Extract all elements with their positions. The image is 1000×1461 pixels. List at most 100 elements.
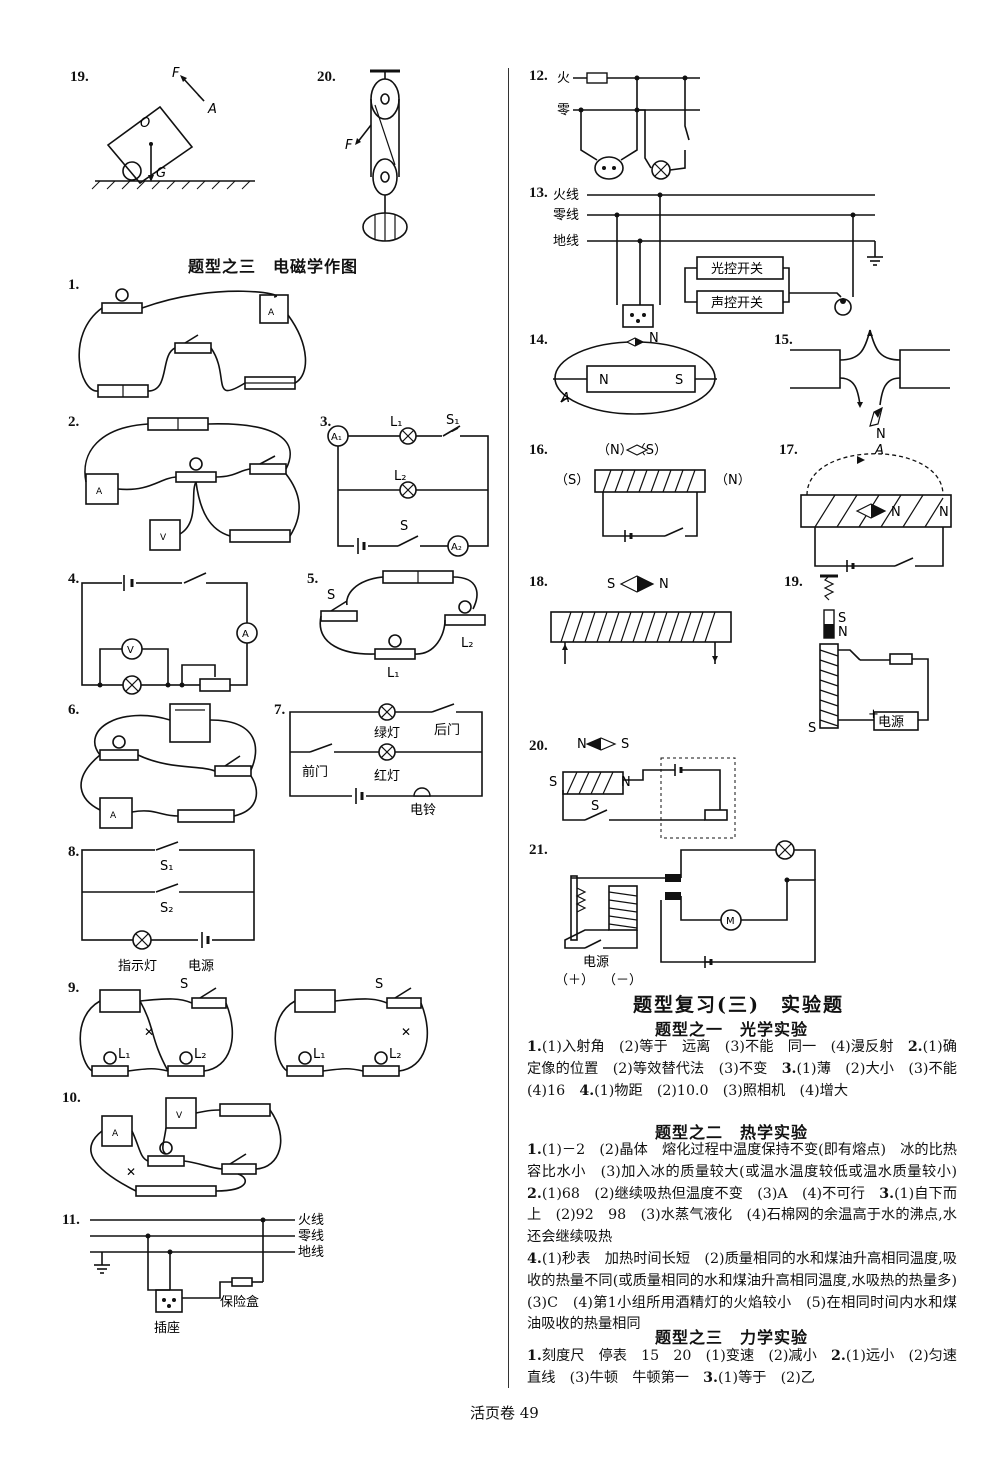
- figure-11-wiring: 11. 火线 零线 地线 插座 保险盒: [60, 1210, 360, 1340]
- subsection-mechanics: 题型之三 力学实验: [655, 1328, 809, 1347]
- label-A: A: [207, 102, 217, 117]
- figure-10-circuit: 10. A V ✕: [60, 1088, 290, 1203]
- figure-16-solenoid: 16. （N） （S） （S） （N）: [525, 440, 755, 550]
- figure-8-circuit: 8. S₁ S₂ 指示灯 电源: [60, 841, 270, 977]
- label-zero: 零线: [298, 1229, 324, 1244]
- label-bell: 电铃: [410, 803, 436, 818]
- label-M: M: [726, 916, 735, 927]
- review-title: 题型复习(三) 实验题: [633, 994, 844, 1016]
- figure-5-circuit: 5. S L₁ L₂: [305, 565, 495, 685]
- label-A1: A₁: [331, 432, 342, 443]
- figure-number: 15.: [774, 332, 793, 348]
- svg-text:V: V: [176, 1111, 183, 1121]
- svg-text:A: A: [96, 487, 103, 497]
- label-N: N: [659, 577, 669, 592]
- label-L2: L₂: [394, 469, 406, 484]
- figure-number: 19.: [784, 574, 803, 590]
- label-L2: L₂: [194, 1047, 206, 1062]
- label-N: N: [876, 427, 886, 442]
- figure-number: 3.: [320, 414, 332, 430]
- label-A: A: [874, 443, 884, 458]
- figure-number: 16.: [529, 442, 548, 458]
- figure-21-relay: 21. M 电源 （＋） （－）: [525, 840, 825, 990]
- label-S2: S₂: [160, 901, 173, 916]
- label-plus: +: [868, 707, 879, 722]
- figure-number: 6.: [68, 702, 80, 718]
- figure-number: 13.: [529, 185, 548, 201]
- label-fuse: 保险盒: [220, 1294, 259, 1310]
- figure-13-wiring: 13. 火线 零线 地线 光控开关 声控开关: [525, 185, 895, 330]
- label-ground: 地线: [553, 234, 579, 249]
- subsection-optics: 题型之一 光学实验: [655, 1020, 809, 1039]
- label-zero: 零: [557, 103, 570, 118]
- label-power: 电源: [878, 715, 904, 730]
- section-title: 题型之三 电磁学作图: [188, 257, 359, 276]
- label-A: A: [242, 629, 249, 640]
- label-front: 前门: [302, 764, 328, 780]
- answers-optics: 1.(1)入射角 (2)等于 远离 (3)不能 同一 (4)漫反射 2.(1)确…: [527, 1039, 972, 1099]
- label-V: V: [127, 645, 134, 656]
- label-A: A: [560, 391, 570, 406]
- label-red: 红灯: [374, 768, 400, 784]
- label-N: N: [577, 737, 587, 752]
- figure-number: 17.: [779, 442, 798, 458]
- label-lamp: 指示灯: [118, 959, 157, 974]
- figure-number: 21.: [529, 842, 548, 858]
- label-power: 电源: [188, 959, 214, 974]
- figure-19-electromagnet: 19. S N S 电源 +: [780, 570, 960, 740]
- figure-20-pulley: 20. F: [315, 65, 425, 255]
- figure-14-magnet: 14. N N S A: [525, 330, 725, 420]
- label-N2: N: [939, 505, 949, 520]
- label-socket: 插座: [154, 1321, 180, 1336]
- label-S1: S₁: [160, 859, 173, 874]
- label-N1: N: [891, 505, 901, 520]
- label-L1: L₁: [313, 1047, 325, 1062]
- label-plus: （＋）: [555, 973, 594, 988]
- figure-number: 10.: [62, 1090, 81, 1106]
- figure-number: 18.: [529, 574, 548, 590]
- svg-text:A: A: [112, 1129, 119, 1139]
- figure-2-circuit: 2. A V: [60, 412, 310, 562]
- label-S2: S: [549, 775, 557, 790]
- figure-6-circuit: 6. A: [60, 700, 270, 840]
- figure-9-circuit: 9. ✕ S L₁ L₂ ✕ S L₁ L₂: [60, 977, 480, 1083]
- label-A2: A₂: [451, 542, 462, 553]
- figure-20-electromagnet: 20. N S N S S: [525, 730, 745, 840]
- figure-number: 14.: [529, 332, 548, 348]
- subsection-thermal: 题型之二 热学实验: [655, 1123, 809, 1142]
- label-S: S: [607, 577, 615, 592]
- label-minus: （－）: [603, 973, 642, 988]
- answers-thermal: 1.(1)－2 (2)晶体 熔化过程中温度保持不变(即有熔点) 冰的比热容比水小…: [527, 1142, 972, 1333]
- label-S: S: [675, 373, 683, 388]
- label-ground: 地线: [298, 1245, 324, 1260]
- label-N-top: N: [649, 331, 659, 346]
- label-S1: S₁: [446, 413, 459, 428]
- label-fire: 火线: [298, 1213, 324, 1228]
- svg-text:A: A: [268, 308, 275, 318]
- figure-12-wiring: 12. 火 零: [525, 68, 725, 188]
- label-S1: S: [621, 737, 629, 752]
- label-N: N: [838, 625, 848, 640]
- figure-17-solenoid: 17. A N N: [775, 440, 965, 580]
- figure-number: 2.: [68, 414, 80, 430]
- label-L2: L₂: [461, 636, 473, 651]
- label-S2: S: [808, 721, 816, 736]
- label-F: F: [172, 66, 180, 81]
- figure-number: 1.: [68, 277, 80, 293]
- label-S: S: [180, 977, 188, 992]
- figure-number: 4.: [68, 571, 80, 587]
- figure-number: 9.: [68, 980, 80, 996]
- label-back: 后门: [434, 723, 460, 738]
- label-green: 绿灯: [374, 726, 400, 741]
- figure-number: 7.: [274, 702, 286, 718]
- label-S: S: [327, 588, 335, 603]
- label-S3: S: [591, 799, 599, 814]
- svg-text:✕: ✕: [144, 1025, 154, 1039]
- label-L1: L₁: [387, 666, 399, 681]
- svg-text:✕: ✕: [126, 1165, 136, 1179]
- answers-mechanics: 1.刻度尺 停表 15 20 (1)变速 (2)减小 2.(1)远小 (2)匀速…: [527, 1348, 957, 1386]
- label-light-switch: 光控开关: [711, 262, 763, 277]
- figure-1-circuit: 1. A: [60, 275, 310, 415]
- figure-number: 12.: [529, 68, 548, 84]
- figure-19-lever: 19. F A O G: [60, 65, 260, 195]
